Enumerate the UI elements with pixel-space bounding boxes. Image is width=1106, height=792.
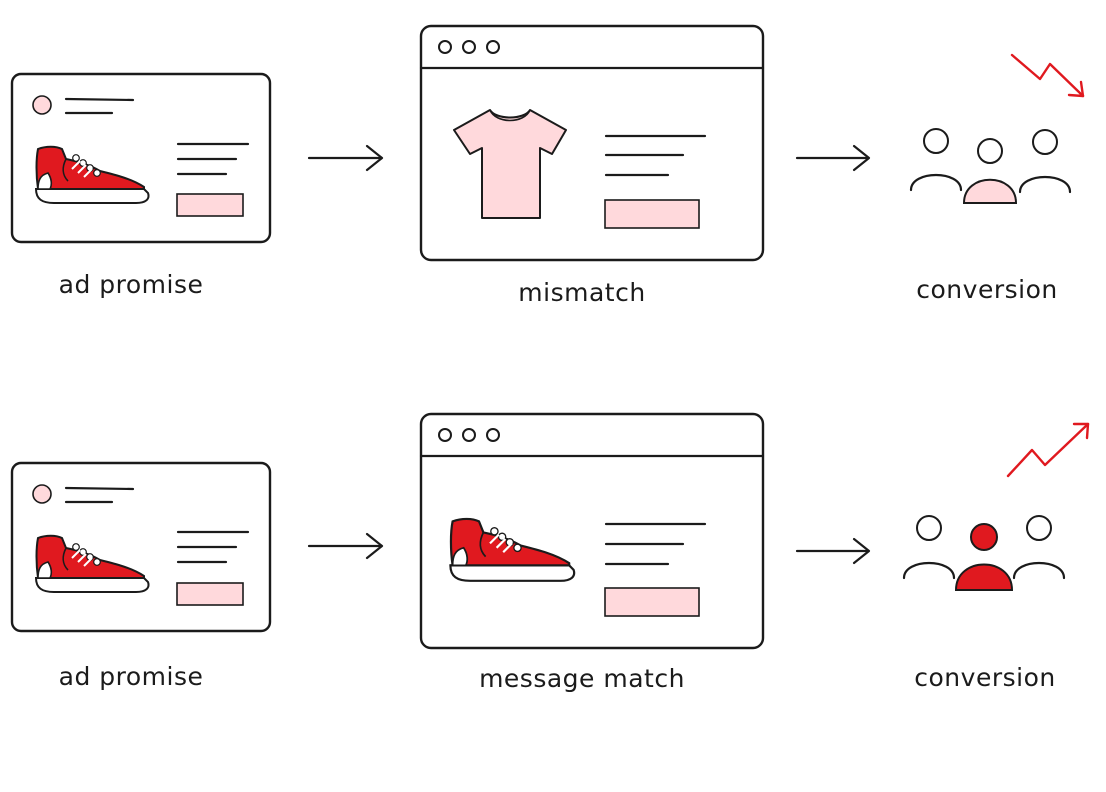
avatar <box>32 484 52 504</box>
window-dot-icon <box>462 40 476 54</box>
window-dot-icon <box>462 428 476 442</box>
flow-arrow <box>795 144 871 172</box>
ad-caption: ad promise <box>59 270 204 299</box>
flow-arrow <box>307 532 384 560</box>
flow-arrow <box>795 537 871 565</box>
ad-card <box>10 461 272 633</box>
landing-cta-button <box>604 587 700 617</box>
trend-up-arrow-icon <box>1006 422 1090 478</box>
window-dot-icon <box>438 40 452 54</box>
landing-cta-button <box>604 199 700 229</box>
conversion-caption: conversion <box>916 275 1057 304</box>
row-match: ad promise message match <box>10 412 1090 693</box>
landing-page-window <box>419 24 765 262</box>
ad-cta-button <box>176 582 244 606</box>
landing-page-window <box>419 412 765 650</box>
person-icon <box>977 138 1003 164</box>
landing-caption: message match <box>479 664 685 693</box>
ad-card <box>10 72 272 244</box>
person-icon <box>1032 129 1058 155</box>
person-icon <box>923 128 949 154</box>
flow-arrow <box>307 144 384 172</box>
window-dot-icon <box>486 40 500 54</box>
landing-caption: mismatch <box>518 278 645 307</box>
window-dot-icon <box>486 428 500 442</box>
person-icon <box>916 515 942 541</box>
conversion-caption: conversion <box>914 663 1055 692</box>
person-icon <box>970 523 998 551</box>
audience-group <box>909 128 1072 204</box>
window-dot-icon <box>438 428 452 442</box>
trend-down-arrow-icon <box>1010 53 1085 98</box>
row-mismatch: ad promise mismatch <box>10 24 1085 307</box>
avatar <box>32 95 52 115</box>
ad-cta-button <box>176 193 244 217</box>
audience-group <box>902 515 1066 591</box>
ad-caption: ad promise <box>59 662 204 691</box>
person-icon <box>1026 515 1052 541</box>
